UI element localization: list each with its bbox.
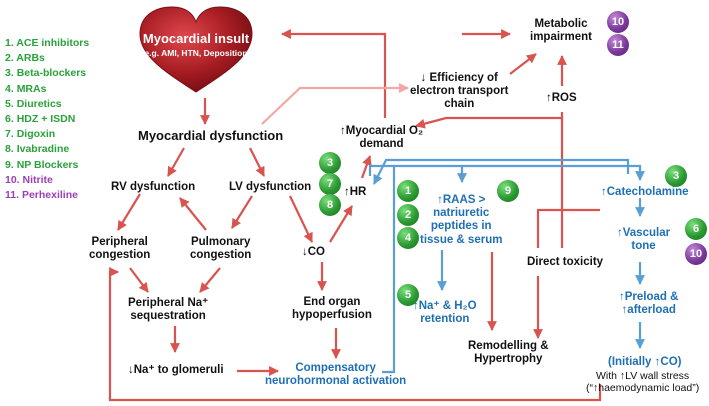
drug-badge: 3	[665, 165, 687, 187]
arrow-loop-to-hr	[368, 164, 394, 176]
drug-badge: 10	[685, 243, 707, 265]
node-na-h2o: ↑Na⁺ & H₂O retention	[413, 300, 477, 326]
arrow-pulmonary-to-rv	[179, 197, 207, 231]
drug-badge: 7	[319, 173, 341, 195]
node-ros: ↑ROS	[546, 92, 577, 104]
node-hr: ↑HR	[344, 186, 367, 198]
node-peripheral-congestion: Peripheral congestion	[89, 236, 151, 262]
drug-badge: 8	[319, 194, 341, 216]
arrow-pulmonary-to-na	[199, 267, 221, 293]
node-pulmonary-congestion: Pulmonary congestion	[190, 236, 252, 262]
node-end-organ: End organ hypoperfusion	[292, 296, 372, 322]
heart-label: Myocardial insult e.g. AMI, HTN, Deposit…	[126, 31, 266, 58]
node-metabolic: Metabolic impairment	[530, 18, 592, 44]
legend-item: 1. ACE inhibitors	[5, 37, 90, 49]
node-compensatory: Compensatory neurohormonal activation	[265, 362, 407, 388]
arrow-co-to-hr	[329, 205, 353, 243]
node-lv-wall-stress: With ↑LV wall stress (“↑haemodynamic loa…	[586, 370, 700, 395]
drug-badge: 3	[319, 152, 341, 174]
legend-item: 10. Nitrite	[5, 173, 53, 186]
drug-badge: 10	[607, 11, 629, 33]
node-myo-o2-demand: ↑Myocardial O₂ demand	[340, 125, 424, 151]
arrow-rv-to-peripheral	[117, 193, 141, 231]
arrow-ros-branch-o2	[415, 112, 564, 129]
drug-badge: 5	[397, 284, 419, 306]
node-decreased-co: ↓CO	[302, 246, 325, 258]
heart-subtitle: e.g. AMI, HTN, Deposition	[144, 48, 248, 58]
legend-item: 4. MRAs	[5, 82, 47, 95]
legend-item: 9. NP Blockers	[5, 158, 79, 171]
node-efficiency: ↓ Efficiency of electron transport chain	[410, 72, 509, 111]
heart-shape	[139, 6, 253, 93]
legend-item: 3. Beta-blockers	[5, 67, 87, 80]
arrow-peripheral-to-na	[129, 267, 149, 293]
legend: 1. ACE inhibitors 2. ARBs 3. Beta-blocke…	[5, 36, 89, 203]
legend-item: 6. HDZ + ISDN	[5, 113, 76, 126]
drug-badge: 2	[397, 204, 419, 226]
arrow-loop-bottom	[108, 267, 602, 402]
node-remodelling: Remodelling & Hypertrophy	[468, 340, 549, 366]
node-rv-dysfunction: RV dysfunction	[111, 181, 196, 193]
node-lv-dysfunction: LV dysfunction	[229, 181, 312, 193]
arrow-efficiency-to-metabolic	[509, 53, 537, 75]
node-vascular-tone: ↑Vascular tone	[617, 227, 671, 253]
node-peripheral-na: Peripheral Na⁺ sequestration	[128, 297, 209, 323]
node-raas: ↑RAAS > natriuretic peptides in tissue &…	[420, 194, 503, 246]
drug-badge: 1	[397, 180, 419, 202]
legend-item: 8. Ivabradine	[5, 143, 70, 156]
legend-item: 7. Digoxin	[5, 128, 56, 141]
arrow-lv-to-co	[289, 195, 313, 243]
arrow-cat-to-hr	[373, 158, 630, 185]
arrow-hr-to-o2	[360, 155, 372, 179]
node-initially-co: (Initially ↑CO)	[608, 356, 682, 368]
arrow-o2-to-heart	[281, 29, 387, 118]
node-preload: ↑Preload & ↑afterload	[619, 291, 679, 317]
drug-badge: 4	[397, 227, 419, 249]
arrow-dysfunction-to-efficiency	[261, 83, 409, 125]
arrow-dysfunction-to-rv	[167, 147, 185, 177]
arrow-lv-to-pulmonary	[231, 195, 253, 229]
arrow-toxicity-stem	[536, 208, 600, 248]
node-direct-toxicity: Direct toxicity	[527, 256, 604, 268]
legend-item: 2. ARBs	[5, 52, 45, 65]
drug-badge: 9	[497, 180, 519, 202]
node-na-glomeruli: ↓Na⁺ to glomeruli	[128, 364, 224, 376]
drug-badge: 6	[685, 218, 707, 240]
drug-badge: 11	[607, 34, 629, 56]
node-catecholamine: ↑Catecholamine	[601, 186, 689, 198]
legend-item: 5. Diuretics	[5, 97, 62, 110]
heart-title: Myocardial insult	[142, 31, 250, 46]
arrow-dysfunction-to-lv	[249, 147, 265, 177]
node-myocardial-dysfunction: Myocardial dysfunction	[138, 128, 284, 143]
legend-item: 11. Perhexiline	[5, 189, 78, 202]
